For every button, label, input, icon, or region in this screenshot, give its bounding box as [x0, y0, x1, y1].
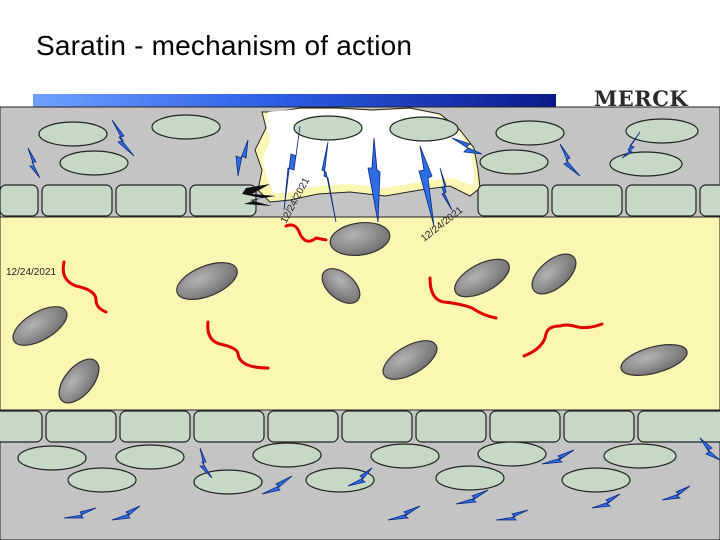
bolt-icon — [418, 145, 435, 227]
red-strands — [61, 223, 604, 370]
bolt-icon — [63, 507, 97, 519]
strand — [522, 322, 604, 358]
bolt-icon — [559, 143, 581, 177]
wall-cell — [252, 442, 322, 468]
bolt-icon — [541, 449, 575, 465]
wall-cell — [435, 465, 505, 491]
endothelium-top — [0, 184, 720, 217]
slide-title: Saratin - mechanism of action — [36, 30, 413, 61]
blood-cell — [620, 344, 688, 376]
bolt-icon — [699, 437, 720, 461]
bolt-icon — [27, 147, 41, 179]
endothelial-cell — [551, 184, 623, 217]
endothelial-cell — [0, 184, 39, 217]
blood-cell — [531, 253, 577, 295]
bolt-icon — [235, 139, 249, 177]
bolt-icon — [367, 137, 381, 223]
bolt-icon — [111, 505, 141, 521]
endothelial-cell — [189, 184, 257, 217]
wall-cell — [38, 121, 108, 147]
wall-cell — [115, 444, 185, 470]
endothelial-cell — [489, 410, 561, 443]
bolt-icon — [591, 493, 621, 509]
header-bar — [33, 94, 556, 107]
endothelial-cell — [45, 410, 117, 443]
wall-cell — [193, 469, 263, 495]
wall-cell — [17, 445, 87, 471]
endothelial-cell — [415, 410, 487, 443]
bolt-icon — [455, 489, 489, 505]
wall-cell — [389, 116, 459, 142]
wall-cell — [67, 467, 137, 493]
endothelial-cell — [637, 410, 720, 443]
strand — [206, 320, 270, 370]
wall-cells-bottom — [17, 441, 677, 495]
wall-cell — [603, 443, 677, 469]
endothelial-cell — [193, 410, 265, 443]
endothelium-bottom — [0, 410, 720, 443]
strand — [61, 260, 108, 314]
bolt-icon — [111, 119, 135, 157]
blood-cell — [329, 222, 391, 256]
endothelial-cell — [0, 410, 43, 443]
bolt-icon — [661, 485, 691, 501]
bolt-icon — [199, 447, 213, 479]
collagen-bolts — [27, 119, 720, 521]
blood-cell — [12, 306, 68, 346]
blood-cell — [382, 340, 438, 380]
bolt-icon — [283, 125, 301, 211]
wall-cell — [495, 120, 565, 146]
bolt-icon — [261, 475, 293, 495]
bolt-icon — [621, 131, 641, 159]
endothelial-cell — [699, 184, 720, 217]
endothelial-cell — [115, 184, 187, 217]
wall-cell — [609, 151, 683, 177]
bolt-icon — [451, 137, 483, 155]
wall-cell — [625, 118, 699, 144]
date-stamp: 12/24/2021 — [6, 267, 56, 278]
endothelial-cell — [563, 410, 635, 443]
blood-cell — [454, 258, 510, 298]
endothelial-cell — [41, 184, 113, 217]
endothelial-cell — [267, 410, 339, 443]
strand — [284, 223, 328, 243]
exposed-collagen — [283, 125, 453, 227]
endothelial-cell — [341, 410, 413, 443]
wall-cell — [293, 115, 363, 141]
endothelial-cell — [477, 184, 549, 217]
blood-cell — [176, 262, 238, 300]
wall-cells-top — [38, 114, 699, 177]
wall-cell — [477, 441, 547, 467]
endothelial-cell — [119, 410, 191, 443]
wall-cell — [479, 149, 549, 175]
bolt-icon — [439, 167, 453, 211]
strand — [428, 276, 498, 320]
wall-cell — [561, 467, 631, 493]
endothelial-cell — [625, 184, 697, 217]
wall-cell — [370, 443, 440, 469]
wall-cell — [59, 150, 129, 176]
bolt-icon — [387, 505, 421, 521]
blood-cell — [58, 358, 100, 404]
wall-cell — [305, 467, 375, 493]
blood-cell — [321, 268, 361, 304]
wall-cell — [151, 114, 221, 140]
bolt-icon — [321, 141, 337, 223]
bolt-icon — [347, 467, 373, 487]
bolt-icon — [495, 509, 529, 521]
rupture-edge — [242, 184, 276, 206]
blood-cells — [12, 222, 688, 404]
